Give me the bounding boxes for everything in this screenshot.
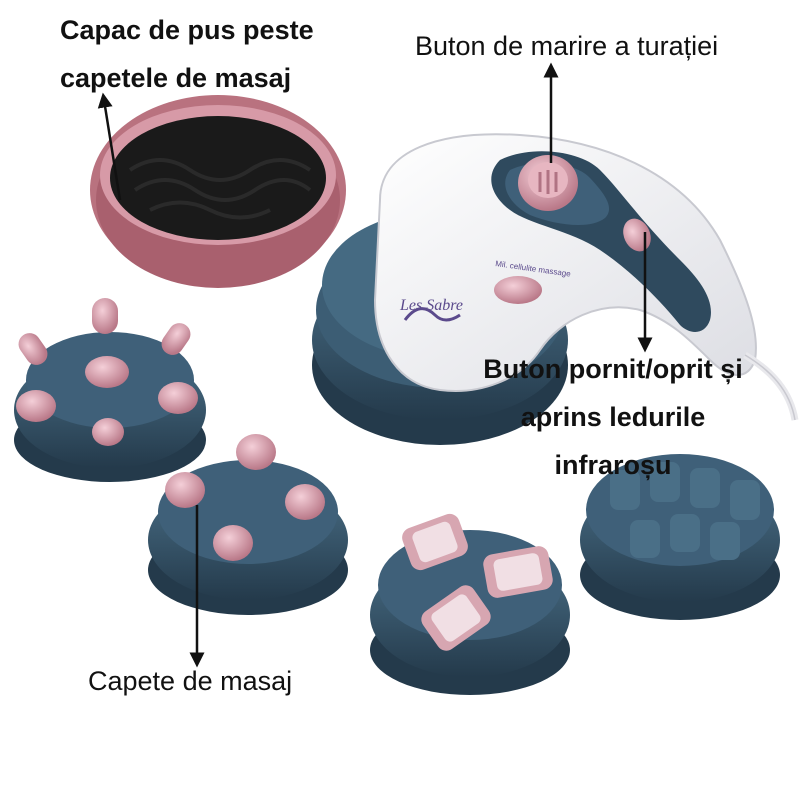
label-power-line3: infraroșu <box>554 450 672 480</box>
speed-knob[interactable] <box>518 155 578 211</box>
label-power-button: Buton pornit/oprit și aprins ledurile in… <box>468 345 758 489</box>
label-massage-heads: Capete de masaj <box>88 666 293 696</box>
label-lid: Capac de pus peste capetele de masaj <box>60 6 345 102</box>
massage-head-nubs <box>14 298 206 482</box>
massage-head-ridged <box>580 454 780 620</box>
massage-head-rollers <box>370 513 570 695</box>
lid-cap <box>90 95 346 288</box>
massager-device: Les Sabre Mil. cellulite massage <box>312 133 799 445</box>
arrow-lid <box>97 92 122 201</box>
infrared-button[interactable] <box>494 276 542 304</box>
label-power-line2: aprins ledurile <box>520 402 706 432</box>
label-speed-button: Buton de marire a turației <box>415 31 719 61</box>
label-lid-line2: capetele de masaj <box>60 63 292 93</box>
label-power-line1: Buton pornit/oprit și <box>483 354 743 384</box>
label-lid-line1: Capac de pus peste <box>60 15 314 45</box>
